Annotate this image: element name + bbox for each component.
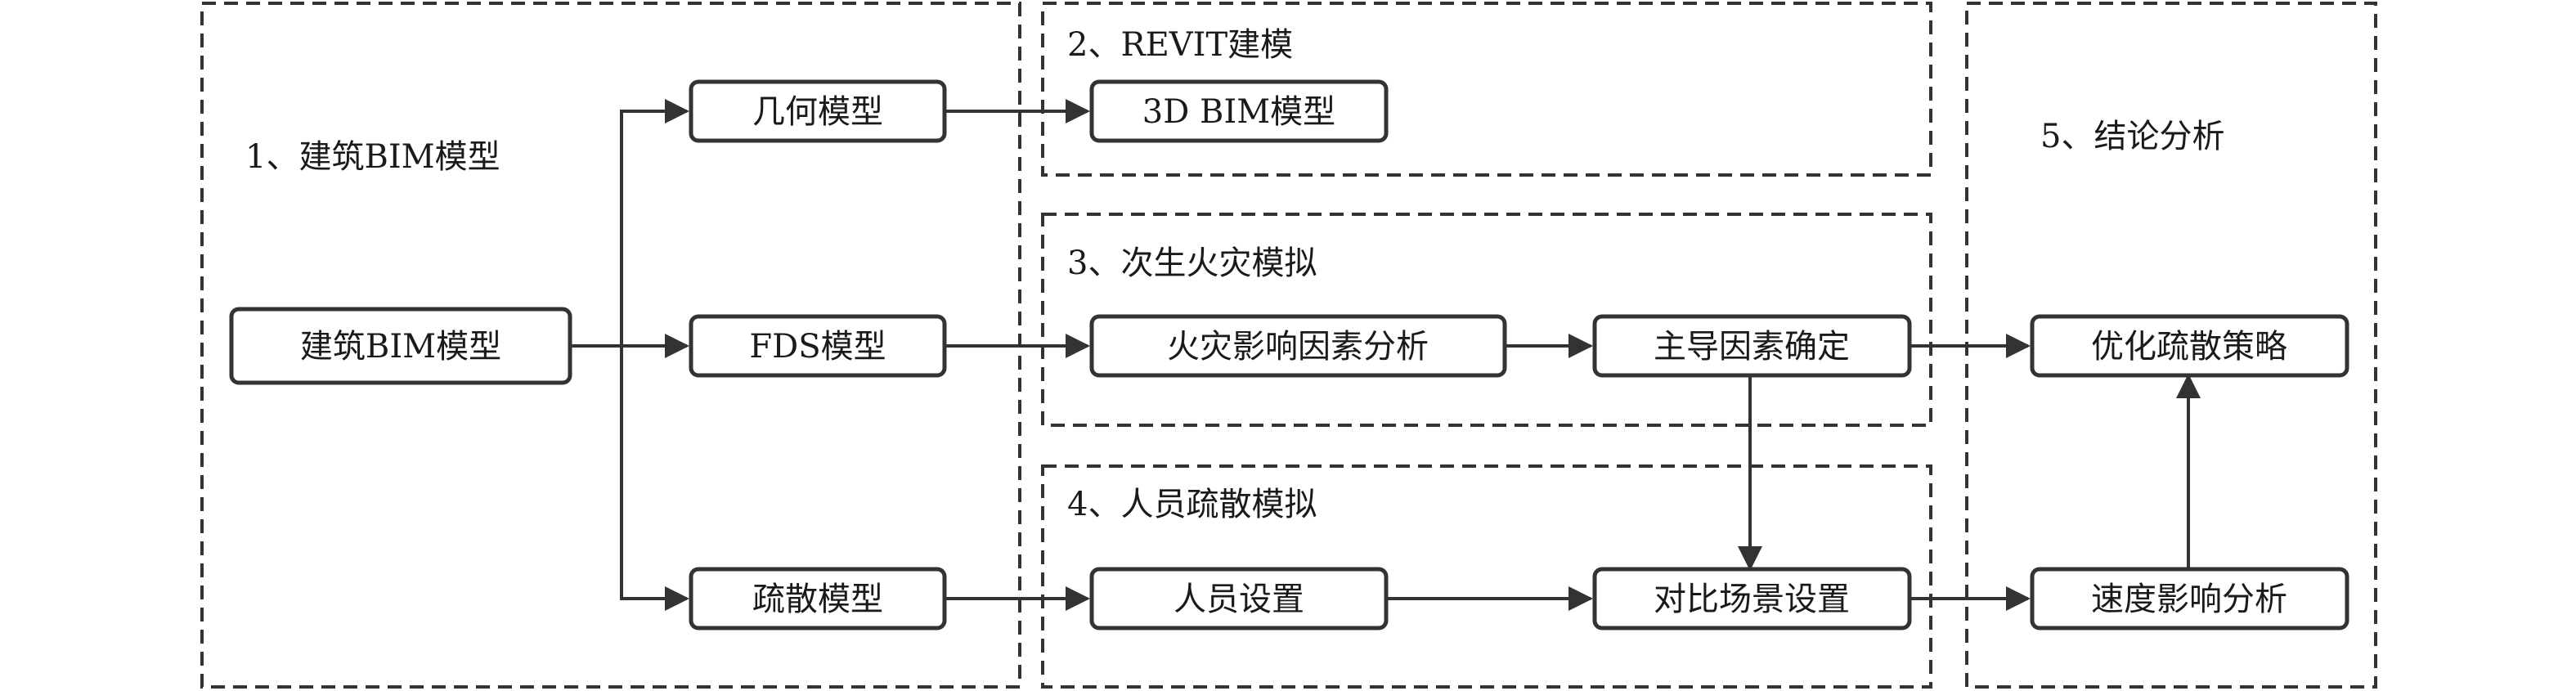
node-fds-model: FDS模型 [689,314,947,378]
node-speed-analysis: 速度影响分析 [2030,567,2349,630]
node-evacuation-model-label: 疏散模型 [752,581,883,618]
section-2-title: 2、REVIT建模 [1067,26,1293,64]
connector-trunk-to-geometry [620,99,689,346]
connector-trunk-to-evacuation [620,346,689,611]
node-evacuation-model: 疏散模型 [689,567,947,630]
node-fds-model-label: FDS模型 [749,328,886,366]
node-dominant-factor-label: 主导因素确定 [1654,328,1850,366]
node-fire-factor-analysis-label: 火灾影响因素分析 [1167,328,1429,366]
section-4-title: 4、人员疏散模拟 [1067,486,1317,523]
node-scenario-settings-label: 对比场景设置 [1654,581,1850,618]
node-dominant-factor: 主导因素确定 [1592,314,1912,378]
section-3-region [1041,213,1932,427]
node-scenario-settings: 对比场景设置 [1592,567,1912,630]
node-building-bim-model-label: 建筑BIM模型 [300,328,501,366]
node-optimize-evacuation: 优化疏散策略 [2030,314,2349,378]
node-building-bim-model: 建筑BIM模型 [229,307,572,385]
node-3d-bim-model: 3D BIM模型 [1089,79,1389,143]
section-2-region [1041,2,1932,177]
section-5-title: 5、结论分析 [2040,118,2224,155]
node-geometry-model: 几何模型 [689,79,947,143]
node-personnel-settings: 人员设置 [1089,567,1389,630]
node-speed-analysis-label: 速度影响分析 [2091,581,2287,618]
node-optimize-evacuation-label: 优化疏散策略 [2091,328,2287,366]
node-3d-bim-model-label: 3D BIM模型 [1142,93,1335,131]
node-personnel-settings-label: 人员设置 [1174,581,1304,618]
section-4-region [1041,464,1932,689]
node-geometry-model-label: 几何模型 [752,93,883,131]
node-fire-factor-analysis: 火灾影响因素分析 [1089,314,1507,378]
section-1-title: 1、建筑BIM模型 [245,138,500,176]
section-3-title: 3、次生火灾模拟 [1067,245,1317,282]
